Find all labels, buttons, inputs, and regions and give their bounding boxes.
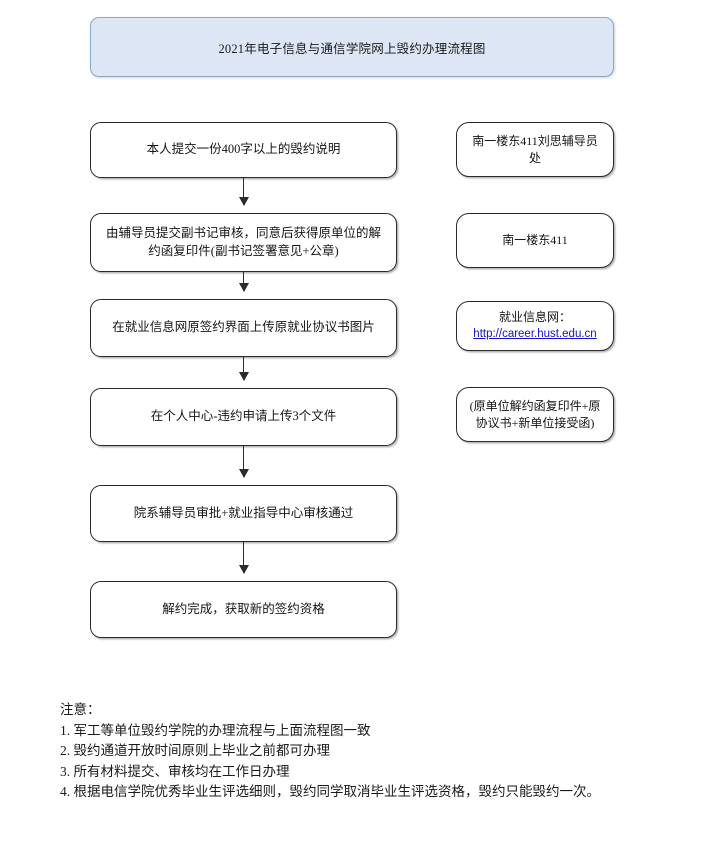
- annotation-3-label: 就业信息网：: [498, 309, 571, 324]
- annotation-3-content: 就业信息网： http://career.hust.edu.cn: [463, 309, 606, 343]
- flow-arrow-3-to-4: [238, 357, 249, 381]
- notes-block: 注意： 1. 军工等单位毁约学院的办理流程与上面流程图一致 2. 毁约通道开放时…: [60, 700, 700, 803]
- process-step-5: 院系辅导员审批+就业指导中心审核通过: [90, 485, 397, 542]
- flow-arrow-5-to-6: [238, 542, 249, 574]
- process-step-4-label: 在个人中心-违约申请上传3个文件: [150, 409, 337, 424]
- process-step-1-label: 本人提交一份400字以上的毁约说明: [146, 142, 341, 157]
- notes-heading: 注意：: [60, 702, 101, 717]
- flowchart-title-banner: 2021年电子信息与通信学院网上毁约办理流程图: [90, 17, 614, 77]
- process-step-3-label: 在就业信息网原签约界面上传原就业协议书图片: [112, 320, 375, 335]
- process-step-1: 本人提交一份400字以上的毁约说明: [90, 122, 397, 178]
- notes-line-4: 4. 根据电信学院优秀毕业生评选细则，毁约同学取消毕业生评选资格，毁约只能毁约一…: [60, 784, 600, 800]
- annotation-1: 南一楼东411刘思辅导员处: [456, 122, 614, 177]
- process-step-4: 在个人中心-违约申请上传3个文件: [90, 388, 397, 446]
- annotation-2: 南一楼东411: [456, 213, 614, 268]
- flow-arrow-2-to-3: [238, 272, 249, 292]
- process-step-6: 解约完成，获取新的签约资格: [90, 581, 397, 638]
- annotation-1-label: 南一楼东411刘思辅导员处: [472, 133, 598, 165]
- annotation-2-label: 南一楼东411: [502, 233, 568, 248]
- flow-arrow-4-to-5: [238, 446, 249, 478]
- notes-line-1: 1. 军工等单位毁约学院的办理流程与上面流程图一致: [60, 722, 371, 738]
- annotation-3: 就业信息网： http://career.hust.edu.cn: [456, 301, 614, 351]
- process-step-5-label: 院系辅导员审批+就业指导中心审核通过: [133, 505, 354, 520]
- annotation-4: (原单位解约函复印件+原协议书+新单位接受函): [456, 387, 614, 442]
- career-website-link[interactable]: http://career.hust.edu.cn: [473, 328, 597, 341]
- notes-line-3: 3. 所有材料提交、审核均在工作日办理: [60, 763, 290, 779]
- process-step-3: 在就业信息网原签约界面上传原就业协议书图片: [90, 299, 397, 357]
- annotation-4-label: (原单位解约函复印件+原协议书+新单位接受函): [469, 398, 601, 430]
- notes-line-2: 2. 毁约通道开放时间原则上毕业之前都可办理: [60, 743, 330, 759]
- process-step-2-label: 由辅导员提交副书记审核，同意后获得原单位的解约函复印件(副书记签署意见+公章): [105, 226, 381, 258]
- flowchart-title-text: 2021年电子信息与通信学院网上毁约办理流程图: [218, 41, 486, 56]
- flow-arrow-1-to-2: [238, 178, 249, 206]
- process-step-6-label: 解约完成，获取新的签约资格: [162, 601, 325, 616]
- process-step-2: 由辅导员提交副书记审核，同意后获得原单位的解约函复印件(副书记签署意见+公章): [90, 213, 397, 272]
